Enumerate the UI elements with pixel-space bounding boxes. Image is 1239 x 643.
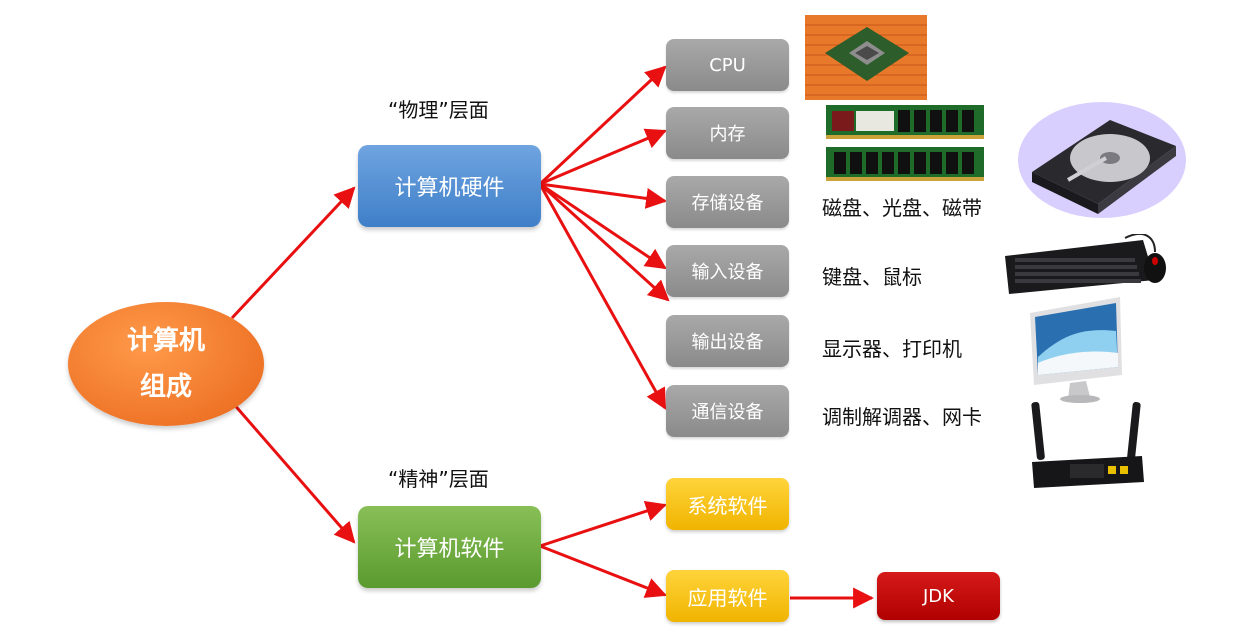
ram-module-image — [826, 105, 984, 181]
keyboard-mouse-image — [1005, 234, 1166, 294]
cpu-chip-image — [805, 15, 927, 100]
hw-item-comm: 通信设备 — [666, 385, 789, 437]
arrow-root-software — [230, 401, 356, 544]
input-desc: 键盘、鼠标 — [822, 265, 922, 289]
hardware-caption: “物理”层面 — [388, 98, 489, 122]
arrow-sw-app — [539, 544, 667, 598]
monitor-image — [1030, 297, 1122, 403]
arrow-hw-input-1 — [539, 182, 667, 270]
hard-drive-image — [1018, 102, 1186, 218]
sw-item-app: 应用软件 — [666, 570, 789, 622]
comm-desc: 调制解调器、网卡 — [822, 405, 982, 429]
arrow-hw-comm — [538, 183, 667, 410]
software-caption: “精神”层面 — [388, 467, 489, 491]
arrow-hw-input-2 — [538, 182, 670, 302]
arrow-root-hardware — [230, 186, 356, 320]
hw-item-memory: 内存 — [666, 107, 789, 159]
root-node: 计算机 组成 — [68, 302, 264, 426]
storage-desc: 磁盘、光盘、磁带 — [822, 196, 982, 220]
hardware-node: 计算机硬件 — [358, 145, 541, 227]
router-image — [1031, 402, 1144, 488]
jdk-node: JDK — [877, 572, 1000, 620]
output-desc: 显示器、打印机 — [822, 337, 962, 361]
arrow-hw-memory — [539, 128, 667, 186]
root-line2: 组成 — [139, 372, 192, 402]
software-node: 计算机软件 — [358, 506, 541, 588]
arrow-hw-cpu — [538, 65, 667, 186]
hw-item-input: 输入设备 — [666, 245, 789, 297]
sw-item-system: 系统软件 — [666, 478, 789, 530]
arrow-hw-storage — [539, 182, 668, 209]
hw-item-storage: 存储设备 — [666, 176, 789, 228]
root-line1: 计算机 — [126, 326, 205, 356]
hw-item-cpu: CPU — [666, 39, 789, 91]
arrow-sw-system — [539, 500, 667, 548]
hw-item-output: 输出设备 — [666, 315, 789, 367]
